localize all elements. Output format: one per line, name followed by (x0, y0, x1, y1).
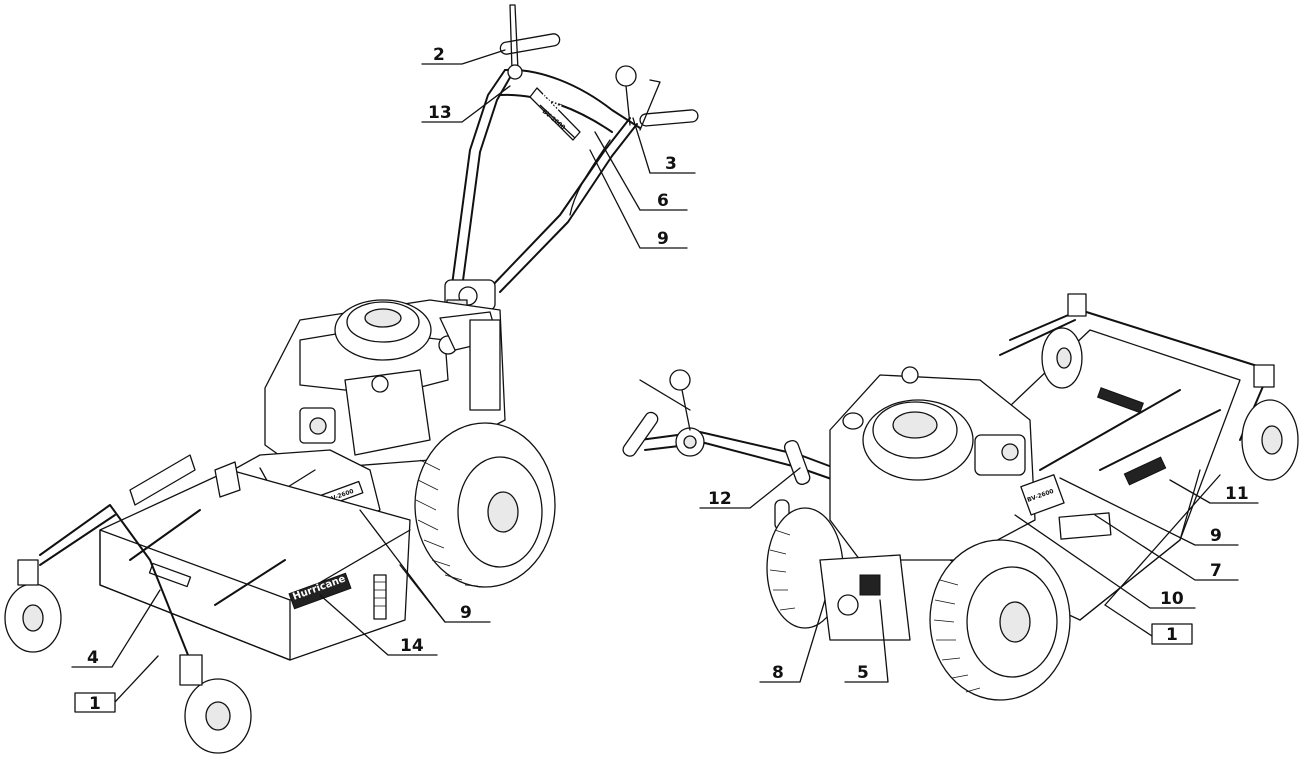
callout-13: 13 (428, 103, 452, 123)
left-engine (264, 299, 506, 471)
callout-1-right: 1 (1166, 625, 1178, 645)
callout-5: 5 (857, 663, 869, 683)
callout-1-left: 1 (89, 694, 101, 714)
callout-10: 10 (1160, 589, 1184, 609)
callout-7: 7 (1210, 561, 1222, 581)
callout-14: 14 (400, 636, 424, 656)
callout-3: 3 (665, 154, 677, 174)
right-engine: BV-2600 (829, 366, 1065, 561)
right-front-wheels (1041, 293, 1299, 481)
left-deck: Hurricane (99, 454, 411, 661)
callout-11: 11 (1225, 484, 1249, 504)
right-deck (889, 309, 1271, 621)
left-handlebar: VARI BV-2600 (444, 4, 699, 326)
right-drive-wheel (929, 539, 1071, 701)
right-handlebar (622, 369, 865, 611)
left-mower-view: VARI BV-2600 (4, 4, 699, 754)
callout-12: 12 (708, 489, 732, 509)
callout-9-handle: 9 (657, 229, 669, 249)
callout-4: 4 (87, 648, 99, 668)
right-callouts: 12 11 9 7 10 1 8 5 (699, 467, 1259, 683)
callout-9-hood: 9 (460, 603, 472, 623)
callout-6: 6 (657, 191, 669, 211)
callout-2: 2 (433, 45, 445, 65)
callout-8: 8 (772, 663, 784, 683)
callout-9-right: 9 (1210, 526, 1222, 546)
left-drive-wheel (414, 422, 556, 588)
left-callouts: 2 13 3 6 9 9 4 14 1 (71, 45, 696, 714)
right-gearbox (819, 554, 911, 641)
right-mower-view: BV-2600 (622, 293, 1299, 701)
left-front-wheels (4, 504, 252, 754)
